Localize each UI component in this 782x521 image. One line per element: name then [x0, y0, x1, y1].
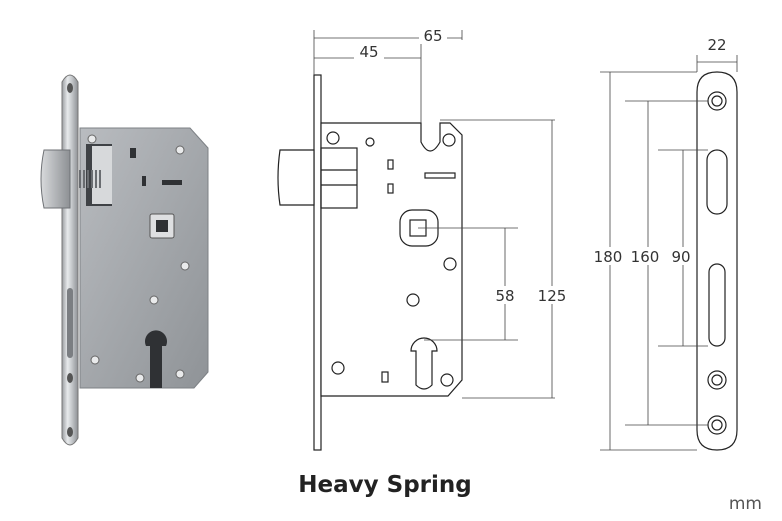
lock-photo: [40, 74, 209, 446]
faceplate-drawing: [696, 71, 738, 451]
dim-fixing-holes: 160: [631, 248, 660, 266]
dim-latch-height: 90: [671, 248, 690, 266]
dim-faceplate-width: 22: [707, 36, 726, 54]
dim-case-depth: 65: [423, 27, 442, 45]
dim-faceplate-length: 180: [594, 248, 623, 266]
dim-centre-distance: 58: [495, 287, 514, 305]
dim-case-height: 125: [538, 287, 567, 305]
side-view-drawing: [277, 74, 463, 451]
unit-label: mm: [728, 494, 762, 514]
dim-backset: 45: [359, 43, 378, 61]
product-caption: Heavy Spring: [298, 472, 472, 498]
dimension-labels: 45 65 58 125 22 180 160 90: [354, 26, 727, 305]
